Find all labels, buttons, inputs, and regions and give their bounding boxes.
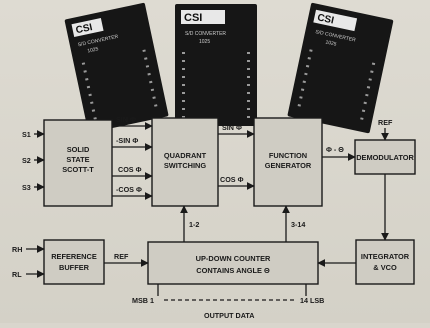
scott-t-label-2: STATE [66,155,89,164]
function-gen-label-2: GENERATOR [265,161,312,170]
ref-buffer-label-2: BUFFER [59,263,90,272]
ref-buffer-label-1: REFERENCE [51,252,97,261]
neg-sin-phi-label: -SIN Φ [116,136,138,145]
rh-label: RH [12,245,22,254]
scott-t-label-1: SOLID [67,145,90,154]
s2-label: S2 [22,156,31,165]
s3-label: S3 [22,183,31,192]
sin-out-label: SIN Φ [222,123,242,132]
counter-label-2: CONTAINS ANGLE Θ [196,266,270,275]
scott-t-label-3: SCOTT-T [62,165,94,174]
chip-2-line2: 1025 [199,39,210,45]
output-data-caption: OUTPUT DATA [204,311,254,320]
chip-3: CSI S/D CONVERTER 1025 [287,3,393,134]
counter-label-1: UP-DOWN COUNTER [196,254,271,263]
sin-phi-label: SIN Φ [116,115,136,124]
demodulator-label: DEMODULATOR [356,153,414,162]
s1-label: S1 [22,130,31,139]
lsb-label: 14 LSB [300,296,324,305]
cos-phi-label: COS Φ [118,165,142,174]
ref-out-label: REF [114,252,129,261]
chip-2-brand: CSI [184,12,202,24]
integrator-vco-block [356,240,414,284]
rl-label: RL [12,270,22,279]
quadrant-label-2: SWITCHING [164,161,207,170]
ref-top-label: REF [378,118,393,127]
integrator-label-2: & VCO [373,263,397,272]
bits-3-14-label: 3-14 [291,220,305,229]
function-gen-label-1: FUNCTION [269,151,307,160]
neg-cos-phi-label: -COS Φ [116,185,142,194]
chip-2-line1: S/D CONVERTER [185,31,226,37]
reference-buffer-block [44,240,104,284]
integrator-label-1: INTEGRATOR [361,252,410,261]
phi-theta-label: Φ - Θ [326,145,344,154]
chip-2: CSI S/D CONVERTER 1025 [175,4,257,126]
up-down-counter-block [148,242,318,284]
bits-1-2-label: 1-2 [189,220,199,229]
chip-1: CSI S/D CONVERTER 1025 [64,3,168,134]
quadrant-label-1: QUADRANT [164,151,207,160]
msb-label: MSB 1 [132,296,154,305]
cos-out-label: COS Φ [220,175,244,184]
